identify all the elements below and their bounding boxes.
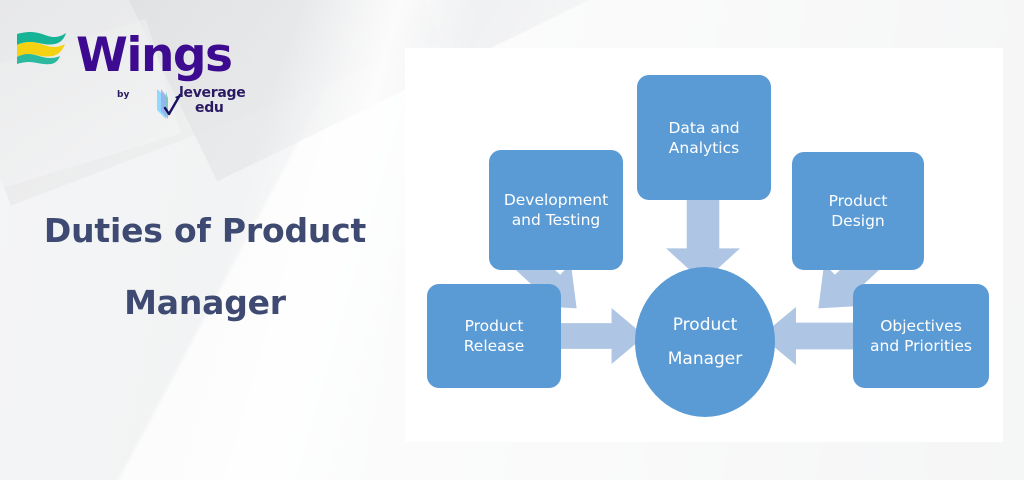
node-development-and-testing-line1: Development bbox=[503, 191, 609, 209]
brand-by-label: by bbox=[117, 90, 130, 100]
page-title: Duties of Product Manager bbox=[10, 195, 400, 339]
page-title-line2: Manager bbox=[124, 283, 286, 322]
node-objectives-and-priorities-line2: and Priorities bbox=[870, 337, 972, 355]
leverage-edu-lockup: leverage edu bbox=[155, 85, 246, 122]
node-data-and-analytics[interactable]: Data and Analytics bbox=[637, 75, 771, 200]
node-data-and-analytics-line1: Data and bbox=[668, 118, 740, 137]
arrow-product-release-to-hub bbox=[557, 308, 645, 364]
node-development-and-testing[interactable]: Development and Testing bbox=[489, 150, 623, 270]
node-data-and-analytics-line2: Analytics bbox=[668, 138, 740, 157]
node-objectives-and-priorities[interactable]: Objectives and Priorities bbox=[853, 284, 989, 388]
page-title-line1: Duties of Product bbox=[43, 211, 367, 250]
leverage-edu-line1: leverage bbox=[179, 85, 246, 101]
node-product-design[interactable]: Product Design bbox=[792, 152, 924, 270]
open-book-check-icon bbox=[157, 89, 182, 119]
node-objectives-and-priorities-line1: Objectives bbox=[880, 317, 962, 335]
node-product-design-line2: Design bbox=[831, 212, 885, 230]
leverage-edu-line2: edu bbox=[195, 100, 224, 116]
brand-wordmark: Wings bbox=[76, 28, 233, 83]
leverage-edu-text: leverage edu bbox=[179, 85, 246, 116]
hub-line1: Product bbox=[672, 315, 738, 335]
node-product-release-line2: Release bbox=[463, 337, 525, 355]
node-product-manager-hub[interactable]: Product Manager bbox=[635, 267, 775, 417]
node-product-design-line1: Product bbox=[828, 192, 888, 210]
node-product-release[interactable]: Product Release bbox=[427, 284, 561, 388]
node-product-release-line1: Product bbox=[464, 317, 524, 335]
hub-line2: Manager bbox=[667, 349, 743, 369]
wings-swoosh-icon bbox=[17, 32, 66, 65]
brand-logo: Wings by leverage edu bbox=[14, 24, 246, 134]
diagram-panel: Data and Analytics Development and Testi… bbox=[405, 48, 1003, 442]
node-development-and-testing-line2: and Testing bbox=[511, 211, 601, 229]
